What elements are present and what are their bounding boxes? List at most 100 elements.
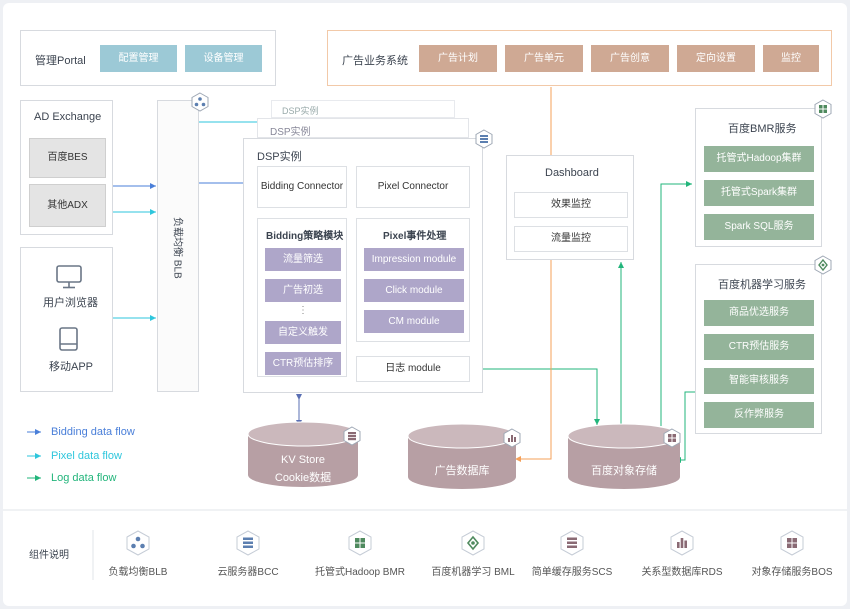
device-management-button[interactable]: 设备管理 — [185, 45, 262, 72]
pixel-connector-label: Pixel Connector — [377, 181, 449, 192]
product-select-item: 商品优选服务 — [704, 300, 814, 326]
mobile-app-label: 移动APP — [49, 361, 94, 373]
bidding-module-title: Bidding策略模块 — [266, 231, 344, 242]
monitor-button[interactable]: 监控 — [763, 45, 819, 72]
legend-pixel-label: Pixel data flow — [51, 450, 122, 462]
spark-sql-item: Spark SQL服务 — [704, 214, 814, 240]
legend-log-label: Log data flow — [51, 472, 117, 484]
storage-icon — [663, 428, 681, 448]
bmr-title: 百度BMR服务 — [728, 123, 797, 135]
ad-unit-button[interactable]: 广告单元 — [505, 45, 583, 72]
storage-icon — [780, 530, 804, 556]
pixel-event-module: Pixel事件处理 Impression module Click module… — [356, 218, 470, 342]
component-rds-label: 关系型数据库RDS — [641, 567, 723, 578]
impression-module-item: Impression module — [364, 248, 464, 271]
log-module-label: 日志 module — [385, 363, 441, 374]
traffic-monitor-item[interactable]: 流量监控 — [514, 226, 628, 252]
ctr-predict-item: CTR预估服务 — [704, 334, 814, 360]
component-bmr-label: 托管式Hadoop BMR — [314, 567, 406, 578]
dsp-back1-label: DSP实例 — [270, 127, 311, 138]
cache-icon — [343, 426, 361, 446]
pixel-module-title: Pixel事件处理 — [383, 231, 447, 242]
bidding-strategy-module: Bidding策略模块 流量筛选 广告初选 ⋮ 自定义触发 CTR预估排序 — [257, 218, 347, 377]
load-balancer-icon — [126, 530, 150, 556]
browser-label: 用户浏览器 — [43, 297, 98, 309]
other-adx-box: 其他ADX — [29, 184, 106, 227]
component-bcc: 云服务器BCC — [208, 530, 288, 580]
bos-cylinder — [567, 423, 681, 489]
component-scs-label: 简单缓存服务SCS — [531, 567, 613, 578]
ml-icon — [461, 530, 485, 556]
ad-creative-button[interactable]: 广告创意 — [591, 45, 669, 72]
component-bcc-label: 云服务器BCC — [217, 567, 279, 578]
portal-title: 管理Portal — [35, 55, 86, 67]
kv-store-cylinder — [247, 421, 359, 487]
ad-database-label: 广告数据库 — [434, 465, 490, 477]
effect-monitor-item[interactable]: 效果监控 — [514, 192, 628, 218]
targeting-button[interactable]: 定向设置 — [677, 45, 755, 72]
component-bos: 对象存储服务BOS — [746, 530, 838, 580]
ad-preselect-item: 广告初选 — [265, 279, 341, 302]
component-bos-label: 对象存储服务BOS — [751, 567, 833, 578]
more-items-ellipsis: ⋮ — [298, 305, 308, 316]
pixel-connector: Pixel Connector — [356, 166, 470, 208]
dashboard-title: Dashboard — [545, 167, 599, 179]
database-icon — [670, 530, 694, 556]
anti-fraud-item: 反作弊服务 — [704, 402, 814, 428]
grid-icon — [814, 99, 832, 119]
config-management-button[interactable]: 配置管理 — [100, 45, 177, 72]
ad-system-title: 广告业务系统 — [342, 55, 408, 67]
log-module: 日志 module — [356, 356, 470, 382]
click-module-item: Click module — [364, 279, 464, 302]
ad-exchange: AD Exchange 百度BES 其他ADX — [20, 100, 113, 235]
spark-cluster-item: 托管式Spark集群 — [704, 180, 814, 206]
ad-plan-button[interactable]: 广告计划 — [419, 45, 497, 72]
component-rds: 关系型数据库RDS — [637, 530, 727, 580]
kv-store-label-2: Cookie数据 — [274, 472, 332, 484]
component-bml: 百度机器学习 BML — [423, 530, 523, 580]
bml-title: 百度机器学习服务 — [718, 279, 806, 291]
ad-database-cylinder — [407, 423, 517, 489]
dsp-instance-back-1: DSP实例 — [257, 118, 469, 138]
legend-bidding-label: Bidding data flow — [51, 426, 135, 438]
server-icon — [475, 129, 493, 149]
bidding-connector-label: Bidding Connector — [260, 181, 344, 192]
cm-module-item: CM module — [364, 310, 464, 333]
traffic-filter-item: 流量筛选 — [265, 248, 341, 271]
component-scs: 简单缓存服务SCS — [527, 530, 617, 580]
dsp-back2-label: DSP实例 — [282, 106, 319, 116]
kv-store-label-1: KV Store — [280, 454, 326, 466]
flow-log-to-bos — [470, 368, 600, 425]
dsp-title: DSP实例 — [257, 151, 302, 163]
load-balancer: 负载均衡 BLB — [157, 100, 199, 392]
load-balancer-icon — [191, 92, 209, 112]
custom-trigger-item: 自定义触发 — [265, 321, 341, 344]
component-bmr: 托管式Hadoop BMR — [310, 530, 410, 580]
components-title: 组件说明 — [29, 550, 69, 561]
hadoop-cluster-item: 托管式Hadoop集群 — [704, 146, 814, 172]
component-blb-label: 负载均衡BLB — [108, 567, 168, 578]
bos-label: 百度对象存储 — [591, 465, 657, 477]
component-blb: 负载均衡BLB — [98, 530, 178, 580]
ml-icon — [814, 255, 832, 275]
clients-box: 用户浏览器 移动APP — [20, 247, 113, 392]
bmr-service: 百度BMR服务 托管式Hadoop集群 托管式Spark集群 Spark SQL… — [695, 108, 822, 247]
flow-bos-to-bmr — [660, 181, 692, 426]
dashboard: Dashboard 效果监控 流量监控 — [506, 155, 634, 260]
component-bml-label: 百度机器学习 BML — [431, 567, 515, 578]
bml-service: 百度机器学习服务 商品优选服务 CTR预估服务 智能审核服务 反作弊服务 — [695, 264, 822, 434]
cache-icon — [560, 530, 584, 556]
management-portal: 管理Portal 配置管理 设备管理 — [20, 30, 276, 86]
monitor-icon — [56, 265, 82, 289]
ad-exchange-title: AD Exchange — [34, 111, 102, 123]
ad-business-system: 广告业务系统 广告计划 广告单元 广告创意 定向设置 监控 — [327, 30, 832, 86]
baidu-bes-box: 百度BES — [29, 138, 106, 178]
grid-icon — [348, 530, 372, 556]
dsp-instance-back-2: DSP实例 — [271, 100, 455, 118]
database-icon — [503, 428, 521, 448]
tablet-icon — [59, 327, 78, 351]
server-icon — [236, 530, 260, 556]
smart-review-item: 智能审核服务 — [704, 368, 814, 394]
